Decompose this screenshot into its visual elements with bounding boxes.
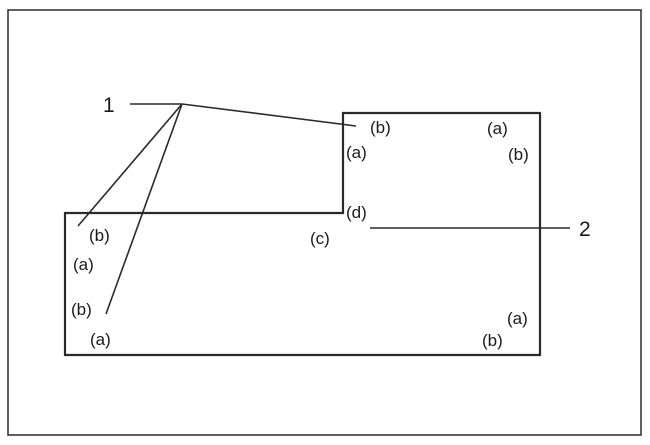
- corner-label-left-top-b: (b): [89, 226, 110, 245]
- corner-label-inner-top-a: (a): [346, 143, 367, 162]
- callout-1-leader-left: [77, 103, 183, 227]
- stepped-outline: [63, 111, 542, 357]
- callout-2-label: 2: [579, 218, 591, 241]
- callout-1-label: 1: [103, 94, 115, 117]
- corner-label-left-bottom-a: (a): [90, 330, 111, 349]
- corner-label-top-right-b: (b): [508, 145, 529, 164]
- callout-1-leader-bottom-left: [105, 103, 183, 315]
- corner-label-bottom-right-b: (b): [482, 331, 503, 350]
- corner-label-top-right-a: (a): [487, 119, 508, 138]
- corner-label-left-bottom-b: (b): [71, 300, 92, 319]
- corner-label-inner-top-b: (b): [370, 118, 391, 137]
- corner-label-step-c: (c): [310, 229, 330, 248]
- callout-1-leader-top-right: [181, 103, 357, 127]
- corner-label-left-top-a: (a): [73, 255, 94, 274]
- outer-frame: [7, 9, 642, 436]
- corner-label-step-d: (d): [346, 203, 367, 222]
- corner-label-bottom-right-a: (a): [507, 309, 528, 328]
